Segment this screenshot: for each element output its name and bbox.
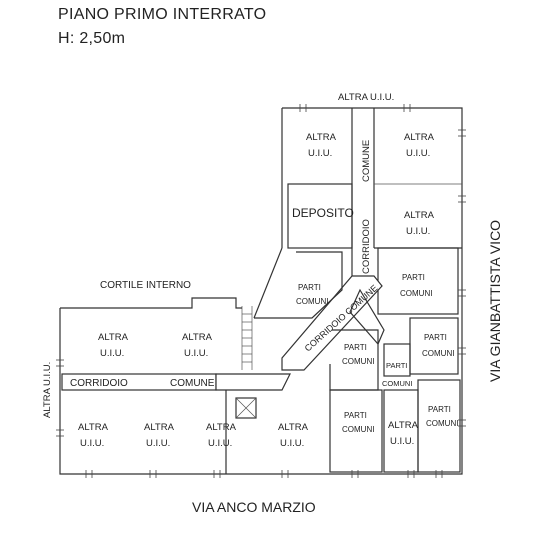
- room-label-parti: PARTI: [344, 343, 367, 352]
- label-corridoio-horizontal: CORRIDOIO: [70, 378, 128, 389]
- room-label-altra: ALTRA: [388, 420, 419, 431]
- label-comune-horizontal: COMUNE: [170, 378, 215, 389]
- room-label-uiu: U.I.U.: [100, 348, 124, 359]
- room-label-altra: ALTRA: [306, 132, 337, 143]
- room-label-uiu: U.I.U.: [406, 226, 430, 237]
- room-label-parti: PARTI: [344, 411, 367, 420]
- lift-box: [235, 397, 257, 419]
- room-label-parti: PARTI: [298, 283, 321, 292]
- room-label-altra: ALTRA: [278, 422, 309, 433]
- room-label-comuni: COMUNI: [382, 379, 412, 388]
- street-via-gianbattista-vico: VIA GIANBATTISTA VICO: [487, 220, 503, 382]
- room-label-comuni: COMUNI: [296, 297, 328, 306]
- label-corridoio-vertical: CORRIDOIO: [361, 219, 372, 274]
- room-label-uiu: U.I.U.: [184, 348, 208, 359]
- lower-block-walls: [59, 297, 330, 475]
- room-label-uiu: U.I.U.: [208, 438, 232, 449]
- room-label-parti: PARTI: [424, 333, 447, 342]
- plan-title: PIANO PRIMO INTERRATO: [58, 6, 267, 23]
- room-label-uiu: U.I.U.: [280, 438, 304, 449]
- deposito-room: [287, 183, 353, 249]
- tick-marks: [56, 104, 466, 478]
- room-label-altra: ALTRA: [144, 422, 175, 433]
- room-label-comuni: COMUNI: [426, 419, 458, 428]
- room-label-parti: PARTI: [428, 405, 451, 414]
- room-label-comuni: COMUNI: [400, 289, 432, 298]
- room-label-altra: ALTRA: [78, 422, 109, 433]
- street-via-anco-marzio: VIA ANCO MARZIO: [192, 499, 316, 515]
- room-label-comuni: COMUNI: [342, 425, 374, 434]
- room-label-uiu: U.I.U.: [308, 148, 332, 159]
- room-label-comuni: COMUNI: [342, 357, 374, 366]
- room-label-altra: ALTRA: [206, 422, 237, 433]
- room-label-altra: ALTRA: [404, 132, 435, 143]
- room-label-altra: ALTRA: [404, 210, 435, 221]
- room-label-altra: ALTRA: [182, 332, 213, 343]
- room-label-deposito: DEPOSITO: [292, 206, 354, 220]
- room-label-uiu: U.I.U.: [80, 438, 104, 449]
- room-label-parti: PARTI: [402, 273, 425, 282]
- room-label-parti: PARTI: [386, 361, 407, 370]
- room-label-uiu: U.I.U.: [146, 438, 170, 449]
- label-altra-uiu-left: ALTRA U.I.U.: [42, 362, 53, 418]
- label-cortile-interno: CORTILE INTERNO: [100, 280, 191, 291]
- room-label-altra: ALTRA: [98, 332, 129, 343]
- label-altra-uiu-top: ALTRA U.I.U.: [338, 92, 394, 103]
- room-label-uiu: U.I.U.: [390, 436, 414, 447]
- room-label-uiu: U.I.U.: [406, 148, 430, 159]
- label-comune-vertical: COMUNE: [361, 140, 372, 182]
- upper-block-walls: [241, 107, 463, 475]
- room-label-comuni: COMUNI: [422, 349, 454, 358]
- plan-height: H: 2,50m: [58, 30, 126, 47]
